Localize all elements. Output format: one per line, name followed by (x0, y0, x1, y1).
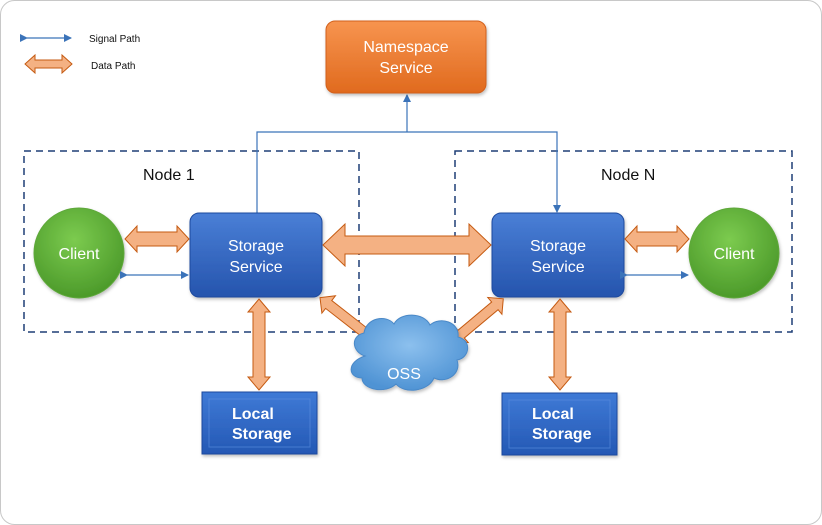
namespace-service: Namespace Service (325, 20, 487, 94)
local-storage-left: Local Storage (201, 391, 318, 455)
client-left-label: Client (59, 246, 100, 263)
client-right: Client (688, 207, 780, 299)
data-arrow-storage-storage (322, 222, 492, 268)
node-n-title: Node N (601, 167, 655, 184)
data-arrow-client-left (124, 224, 190, 254)
local-left-line2: Storage (232, 426, 292, 443)
legend-data-label: Data Path (91, 61, 135, 72)
data-arrow-local-right (547, 298, 573, 391)
namespace-label-line2: Service (379, 60, 432, 77)
storage-right-line2: Service (531, 259, 584, 276)
storage-left-line1: Storage (228, 238, 284, 255)
client-left: Client (33, 207, 125, 299)
storage-service-right: Storage Service (491, 212, 625, 298)
local-right-line2: Storage (532, 426, 592, 443)
storage-right-line1: Storage (530, 238, 586, 255)
data-arrow-local-left (246, 298, 272, 391)
legend-signal-label: Signal Path (89, 34, 140, 45)
node-1-title: Node 1 (143, 167, 195, 184)
local-storage-right: Local Storage (501, 392, 618, 456)
node-n-box (454, 150, 793, 333)
local-left-line1: Local (232, 406, 274, 423)
legend: Signal Path Data Path (20, 34, 140, 75)
data-arrow-client-right (624, 224, 690, 254)
legend-data-arrow (24, 53, 73, 75)
oss-label: OSS (387, 366, 421, 383)
oss-cloud: OSS (350, 314, 469, 391)
namespace-label-line1: Namespace (363, 39, 448, 56)
storage-left-line2: Service (229, 259, 282, 276)
client-right-label: Client (714, 246, 755, 263)
namespace-signal-lines (253, 94, 561, 219)
local-right-line1: Local (532, 406, 574, 423)
storage-service-left: Storage Service (189, 212, 323, 298)
